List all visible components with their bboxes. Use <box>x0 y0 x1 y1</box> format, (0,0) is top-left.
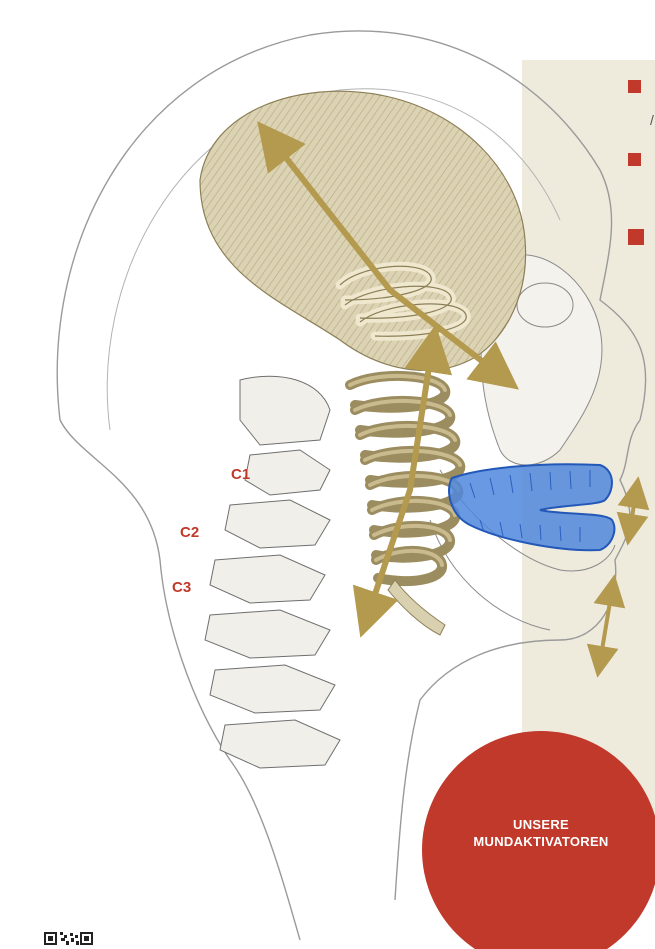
cta-line-1: UNSERE <box>513 816 569 833</box>
vertebra-label-c1: C1 <box>231 466 250 483</box>
occipital-muscle <box>200 91 526 370</box>
cta-line-2: MUNDAKTIVATOREN <box>473 833 608 850</box>
cervical-spine <box>205 376 340 768</box>
neck-spring <box>350 376 460 581</box>
vertebra-label-c2: C2 <box>180 524 199 541</box>
vertebra-label-c3: C3 <box>172 579 191 596</box>
neck-muscle-strip <box>388 580 445 635</box>
qr-code-icon <box>44 932 104 945</box>
